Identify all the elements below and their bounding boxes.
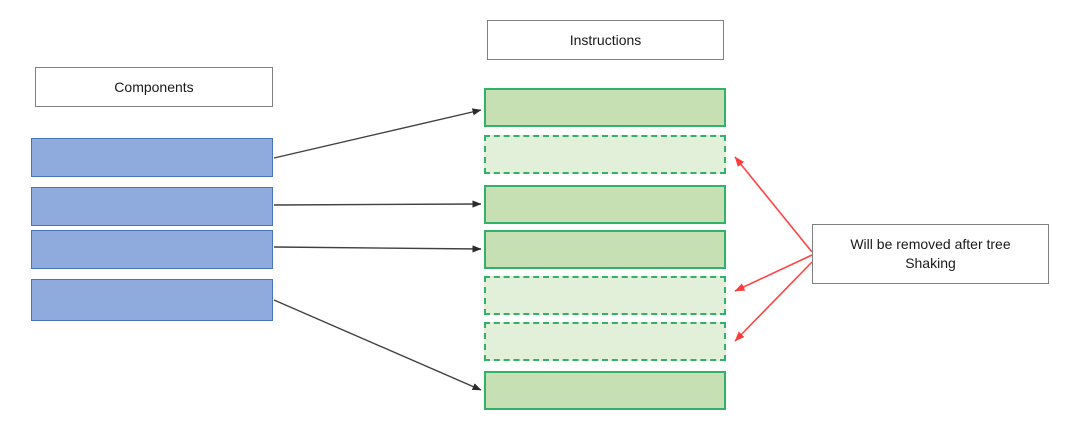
instructions-title-label: Instructions xyxy=(569,31,642,48)
annotation-callout-connectors xyxy=(734,156,813,342)
component-1[interactable] xyxy=(31,138,273,177)
annotation-callout-label: Will be removed after tree Shaking xyxy=(850,236,1011,271)
callout-to-instruction-6 xyxy=(734,261,813,342)
components-title-box: Components xyxy=(35,67,273,107)
components-title-label: Components xyxy=(114,78,194,95)
instructions-title-box: Instructions xyxy=(487,20,724,60)
instruction-6[interactable] xyxy=(484,322,726,361)
instruction-5[interactable] xyxy=(484,276,726,315)
connector-component-3-to-instruction-4 xyxy=(273,245,482,253)
component-4[interactable] xyxy=(31,279,273,321)
callout-to-instruction-5 xyxy=(734,254,813,292)
component-2[interactable] xyxy=(31,187,273,226)
instruction-7[interactable] xyxy=(484,371,726,410)
component-to-instruction-connectors xyxy=(273,108,482,391)
instruction-1[interactable] xyxy=(484,88,726,127)
callout-to-instruction-2 xyxy=(734,156,813,253)
component-3[interactable] xyxy=(31,230,273,269)
connector-component-4-to-instruction-7 xyxy=(273,299,482,391)
instruction-2[interactable] xyxy=(484,135,726,174)
connector-component-2-to-instruction-3 xyxy=(273,200,482,208)
instruction-3[interactable] xyxy=(484,185,726,224)
connector-component-1-to-instruction-1 xyxy=(273,108,482,159)
instruction-4[interactable] xyxy=(484,230,726,269)
annotation-callout-box: Will be removed after tree Shaking xyxy=(812,224,1049,284)
